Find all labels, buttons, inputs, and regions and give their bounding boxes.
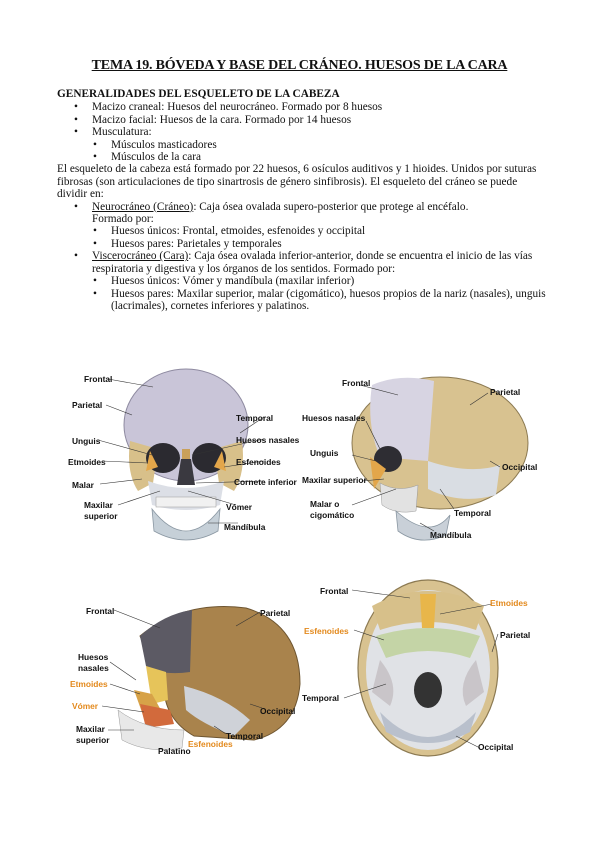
label-frontal: Frontal — [320, 586, 349, 596]
skull-sagittal-illustration — [101, 606, 301, 750]
label-mandibula: Mandíbula — [430, 530, 472, 540]
label-temporal: Temporal — [236, 413, 274, 423]
label-huesos-nasales: Huesos nasales — [78, 652, 109, 673]
label-unguis: Unguis — [310, 448, 339, 458]
page-title: TEMA 19. BÓVEDA Y BASE DEL CRÁNEO. HUESO… — [91, 58, 508, 73]
list-item: Macizo craneal: Huesos del neurocráneo. … — [57, 101, 547, 114]
neurocraneo-formado: Formado por: — [92, 213, 154, 226]
term-neurocraneo: Neurocráneo (Cráneo) — [92, 200, 194, 213]
skull-lateral-illustration — [351, 376, 529, 541]
label-huesos-nasales: Huesos nasales — [236, 435, 300, 445]
paragraph: El esqueleto de la cabeza está formado p… — [57, 163, 537, 201]
label-maxilar-superior: Maxilar superior — [302, 475, 367, 485]
label-esfenoides: Esfenoides — [304, 626, 349, 636]
label-temporal: Temporal — [302, 693, 340, 703]
label-maxilar-superior: Maxilar superior — [76, 724, 110, 745]
label-frontal: Frontal — [86, 606, 115, 616]
label-unguis: Unguis — [72, 436, 101, 446]
figure-skull-frontal: Frontal Parietal Unguis Etmoides Malar M… — [68, 363, 300, 553]
top-bullet-list: Macizo craneal: Huesos del neurocráneo. … — [57, 101, 547, 163]
label-occipital: Occipital — [260, 706, 296, 716]
neurocraneo-text: : Caja ósea ovalada supero-posterior que… — [193, 200, 469, 213]
label-palatino: Palatino — [158, 746, 191, 756]
label-maxilar-superior: Maxilar superior — [84, 500, 118, 521]
list-item: Macizo facial: Huesos de la cara. Formad… — [57, 114, 547, 127]
list-item-neurocraneo: Neurocráneo (Cráneo): Caja ósea ovalada … — [57, 201, 547, 226]
list-item-viscerocraneo: Viscerocráneo (Cara): Caja ósea ovalada … — [57, 250, 547, 275]
label-temporal: Temporal — [454, 508, 492, 518]
term-viscerocraneo: Viscerocráneo (Cara) — [92, 250, 189, 263]
label-etmoides: Etmoides — [68, 457, 106, 467]
section-heading: GENERALIDADES DEL ESQUELETO DE LA CABEZA — [57, 88, 340, 100]
list-item: Huesos pares: Parietales y temporales — [57, 238, 547, 251]
label-parietal: Parietal — [260, 608, 291, 618]
label-malar: Malar — [72, 480, 94, 490]
label-temporal: Temporal — [226, 731, 264, 741]
label-esfenoides: Esfenoides — [236, 457, 281, 467]
list-item: Huesos pares: Maxilar superior, malar (c… — [57, 288, 547, 313]
label-etmoides: Etmoides — [490, 598, 528, 608]
label-mandibula: Mandíbula — [224, 522, 266, 532]
list-item: Huesos únicos: Vómer y mandíbula (maxila… — [57, 275, 547, 288]
label-malar-cigomatico: Malar o cigomático — [310, 499, 355, 520]
viscerocraneo-text: : Caja ósea ovalada inferior-anterior, d… — [92, 250, 533, 275]
label-esfenoides: Esfenoides — [188, 739, 233, 749]
label-parietal: Parietal — [72, 400, 103, 410]
figure-skull-lateral: Frontal Huesos nasales Unguis Maxilar su… — [300, 365, 540, 550]
label-parietal: Parietal — [500, 630, 531, 640]
label-vomer: Vómer — [226, 502, 253, 512]
skull-frontal-illustration — [97, 368, 265, 541]
list-item: Huesos únicos: Frontal, etmoides, esfeno… — [57, 225, 547, 238]
document-body: GENERALIDADES DEL ESQUELETO DE LA CABEZA… — [57, 88, 547, 312]
label-vomer: Vómer — [72, 701, 99, 711]
label-occipital: Occipital — [478, 742, 514, 752]
division-list: Neurocráneo (Cráneo): Caja ósea ovalada … — [57, 201, 547, 313]
label-occipital: Occipital — [502, 462, 538, 472]
label-cornete-inferior: Cornete inferior — [234, 477, 297, 487]
list-item: Musculatura: — [57, 126, 547, 139]
skull-base-illustration — [343, 579, 499, 757]
label-huesos-nasales: Huesos nasales — [302, 413, 366, 423]
list-item: Músculos de la cara — [57, 151, 547, 164]
label-etmoides: Etmoides — [70, 679, 108, 689]
label-frontal: Frontal — [84, 374, 113, 384]
figure-skull-sagittal: Frontal Parietal Huesos nasales Etmoides… — [70, 600, 304, 770]
figure-skull-base: Frontal Etmoides Esfenoides Parietal Tem… — [300, 572, 540, 762]
label-parietal: Parietal — [490, 387, 521, 397]
label-frontal: Frontal — [342, 378, 371, 388]
list-item: Músculos masticadores — [57, 139, 547, 152]
